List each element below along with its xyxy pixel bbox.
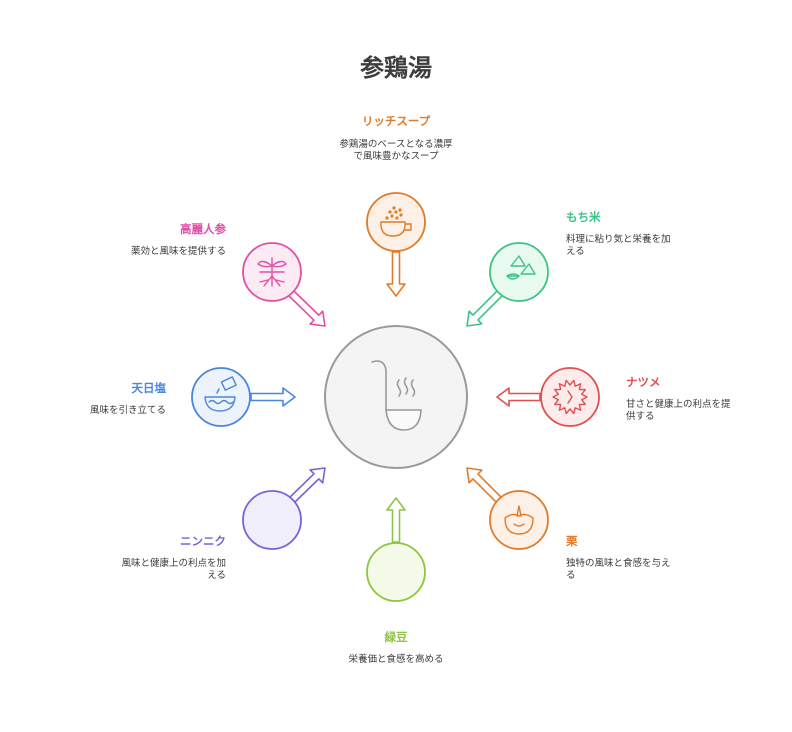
desc-sea-salt: 風味を引き立てる — [89, 405, 166, 416]
chestnut-shell — [504, 513, 534, 535]
node-glutinous-rice — [489, 242, 549, 302]
jujube-icon — [552, 379, 588, 415]
salt-bowl-icon — [204, 376, 237, 412]
chestnut-icon — [504, 505, 534, 535]
rice-grain — [392, 206, 396, 210]
rice-cakes-icon — [506, 255, 536, 280]
desc-rich-soup: 参鶏湯のベースとなる濃厚で風味豊かなスープ — [339, 139, 453, 162]
desc-mung-bean: 栄養価と食感を高める — [348, 654, 444, 665]
label-ginseng: 高麗人参 — [180, 222, 226, 236]
rice-cake-3 — [506, 273, 520, 280]
rice-grain — [385, 216, 389, 220]
label-glutinous-rice: もち米 — [566, 210, 601, 224]
arrow-ginseng — [287, 289, 326, 327]
rice-cake-2 — [520, 263, 536, 275]
ladle-icon — [371, 360, 422, 431]
node-chestnut — [489, 490, 549, 550]
jujube-outline — [552, 379, 588, 415]
label-mung-bean: 緑豆 — [384, 630, 408, 644]
chestnut-tip — [516, 505, 522, 517]
ladle-handle — [371, 360, 387, 411]
arrow-mung-bean — [386, 497, 406, 543]
label-rich-soup: リッチスープ — [361, 114, 431, 128]
node-garlic — [242, 490, 302, 550]
steam-3 — [410, 379, 416, 397]
steam-1 — [396, 379, 402, 397]
arrow-chestnut — [466, 467, 504, 505]
rice-grain — [390, 214, 394, 218]
arrow-sea-salt — [250, 387, 296, 407]
jujube-crack — [567, 390, 573, 404]
salt-shaker — [220, 376, 237, 391]
desc-chestnut: 独特の風味と食感を与える — [566, 558, 671, 581]
arrow-jujube — [496, 387, 541, 407]
desc-ginseng: 薬効と風味を提供する — [130, 246, 226, 257]
ginseng-roots — [259, 275, 285, 287]
rice-cake-1 — [510, 255, 526, 267]
arrow-rich-soup — [386, 251, 406, 297]
salt-bowl-body — [204, 396, 236, 412]
rice-grain — [394, 210, 398, 214]
label-chestnut: 栗 — [566, 534, 578, 548]
rice-grain — [399, 213, 403, 217]
steam-2 — [403, 377, 409, 395]
desc-glutinous-rice: 料理に粘り気と栄養を加える — [566, 234, 671, 257]
bowl-icon — [380, 206, 412, 237]
rice-grain — [388, 210, 392, 214]
arrow-glutinous-rice — [466, 289, 504, 327]
ginseng-leaf-right — [271, 260, 287, 268]
chestnut-line — [513, 523, 525, 527]
bowl-handle — [404, 223, 412, 231]
rice-grain — [395, 216, 399, 220]
node-mung-bean — [366, 542, 426, 602]
center-circle — [324, 325, 468, 469]
arrow-garlic — [287, 467, 326, 505]
label-jujube: ナツメ — [626, 375, 661, 389]
desc-jujube: 甘さと健康上の利点を提供する — [626, 399, 731, 422]
salt-dot — [216, 388, 220, 394]
bowl-body — [380, 221, 406, 237]
diagram-title: 参鶏湯 — [360, 54, 432, 82]
salt-bowl-wave — [208, 399, 234, 405]
ladle-bowl — [385, 409, 422, 431]
ginseng-icon — [257, 257, 287, 287]
label-sea-salt: 天日塩 — [131, 381, 167, 395]
ginseng-leaf-left — [257, 260, 273, 268]
label-garlic: ニンニク — [180, 534, 226, 548]
desc-garlic: 風味と健康上の利点を加える — [121, 558, 226, 581]
node-jujube — [540, 367, 600, 427]
rice-grain — [398, 208, 402, 212]
